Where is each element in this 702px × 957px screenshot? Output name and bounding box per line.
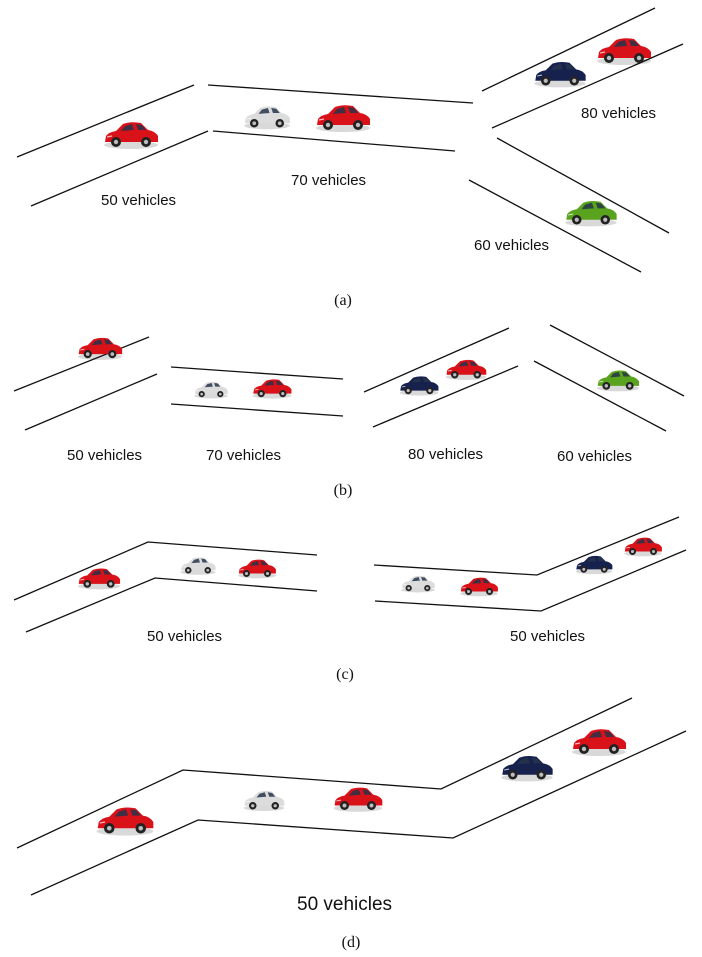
car-navy	[500, 755, 554, 782]
road-label: 70 vehicles	[206, 447, 281, 464]
car-red	[103, 121, 159, 150]
road-edge	[374, 549, 687, 612]
car-white	[180, 556, 216, 576]
panel-c: 50 vehicles 50 vehicles (c)	[13, 516, 687, 683]
car-red	[445, 359, 487, 381]
panel-caption: (a)	[334, 292, 352, 309]
car-red	[96, 806, 154, 837]
car-red	[237, 559, 277, 579]
road-edge	[372, 365, 519, 428]
road-edge	[363, 327, 510, 393]
road-b-50: 50 vehicles	[13, 336, 158, 464]
road-label: 50 vehicles	[510, 628, 585, 645]
road-edge	[13, 336, 150, 392]
road-edge	[16, 697, 633, 849]
road-b-60: 60 vehicles	[533, 324, 685, 465]
road-label: 80 vehicles	[408, 446, 483, 463]
road-edge	[496, 137, 670, 234]
road-d: 50 vehicles	[16, 697, 687, 915]
road-label: 50 vehicles	[297, 894, 392, 915]
road-edge	[549, 324, 685, 397]
road-edge	[30, 730, 687, 896]
road-b-80: 80 vehicles	[363, 327, 519, 463]
road-edge	[170, 366, 344, 380]
car-white	[400, 575, 436, 593]
car-navy	[575, 555, 613, 575]
car-navy	[533, 61, 587, 88]
road-label: 70 vehicles	[291, 172, 366, 189]
car-white	[243, 790, 285, 812]
road-edge	[533, 360, 667, 432]
road-edge	[24, 373, 158, 431]
panel-caption: (d)	[342, 934, 361, 951]
road-a-70: 70 vehicles	[207, 84, 474, 189]
road-label: 50 vehicles	[147, 628, 222, 645]
road-label: 60 vehicles	[474, 237, 549, 254]
road-a-80: 80 vehicles	[481, 7, 684, 129]
panel-b: 50 vehicles 70 vehicles 80 vehicles 60 v…	[13, 324, 685, 499]
car-green	[564, 200, 618, 227]
panel-caption: (b)	[334, 482, 353, 499]
car-green	[596, 369, 640, 392]
car-white	[243, 105, 291, 130]
road-b-70: 70 vehicles	[170, 366, 344, 464]
road-edge	[212, 130, 456, 152]
road-label: 50 vehicles	[67, 447, 142, 464]
road-label: 80 vehicles	[581, 105, 656, 122]
road-edge	[170, 403, 344, 417]
car-red	[333, 787, 383, 813]
car-red	[252, 378, 292, 400]
panel-a: 50 vehicles 70 vehicles 80 vehicles 60 v…	[16, 7, 684, 309]
road-edge	[491, 43, 684, 129]
car-white	[193, 381, 229, 399]
road-edge	[468, 179, 642, 273]
road-edge	[30, 130, 209, 207]
road-a-60: 60 vehicles	[468, 137, 670, 273]
panel-caption: (c)	[336, 666, 354, 683]
road-label: 50 vehicles	[101, 192, 176, 209]
car-red	[623, 537, 663, 557]
road-edge	[16, 84, 195, 158]
car-navy	[399, 375, 439, 397]
car-red	[315, 104, 371, 133]
car-red	[77, 567, 121, 590]
car-red	[596, 37, 652, 66]
panel-d: 50 vehicles (d)	[16, 697, 687, 951]
road-edge	[25, 577, 318, 633]
car-red	[77, 337, 123, 361]
road-edge	[13, 541, 318, 601]
road-c-right: 50 vehicles	[373, 516, 687, 645]
road-edge	[207, 84, 474, 104]
road-c-left: 50 vehicles	[13, 541, 318, 645]
car-red	[459, 577, 499, 597]
road-a-50: 50 vehicles	[16, 84, 209, 209]
car-red	[571, 728, 627, 757]
road-label: 60 vehicles	[557, 448, 632, 465]
road-edge	[481, 7, 656, 92]
road-edge	[373, 516, 680, 576]
